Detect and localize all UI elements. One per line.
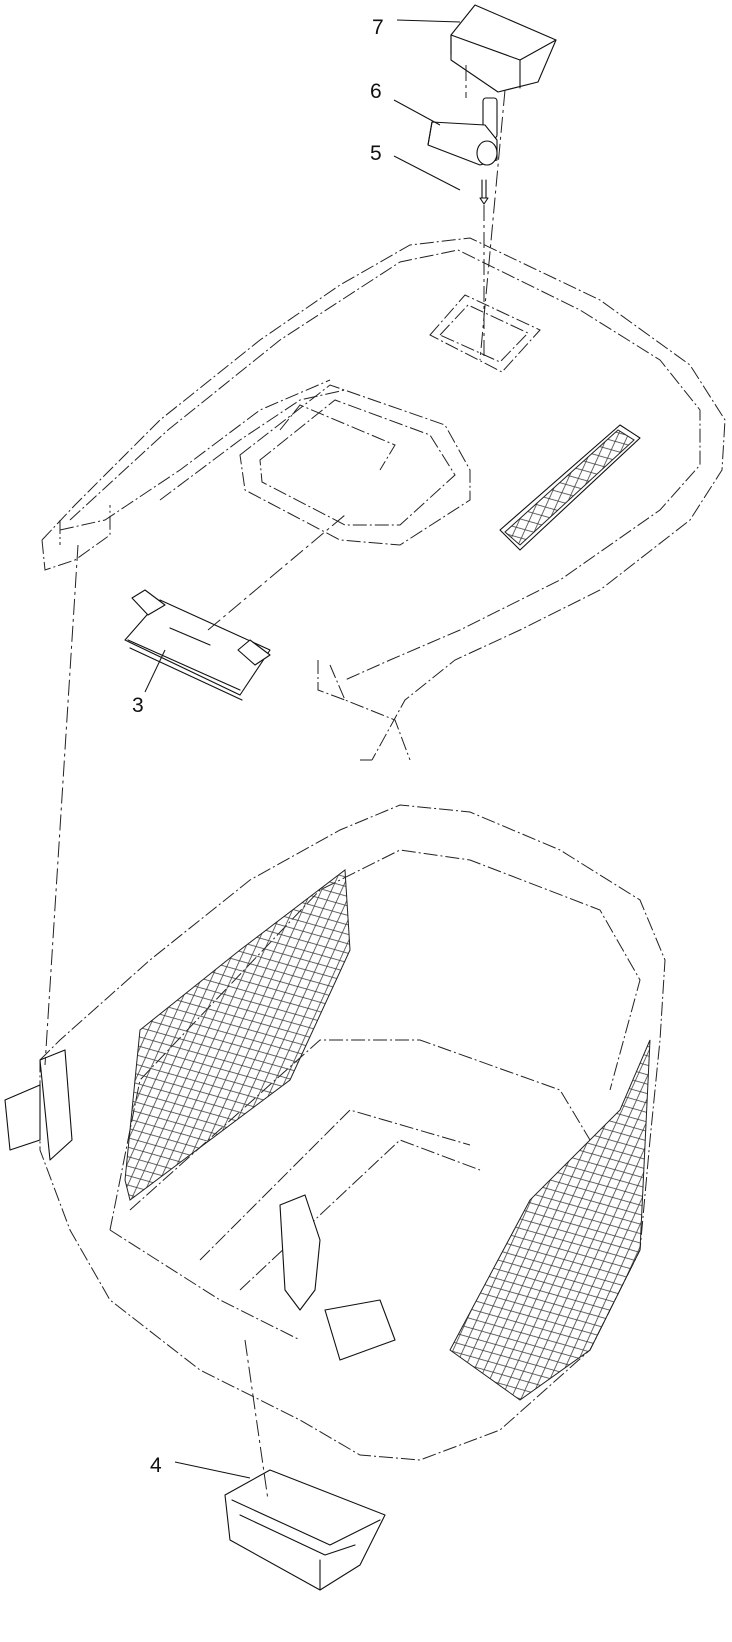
- part-3-insert: [124, 589, 271, 701]
- callout-4: 4: [150, 1454, 162, 1477]
- part-6-handle: [427, 97, 498, 166]
- callout-3: 3: [132, 694, 144, 717]
- part-5-cap: [450, 4, 557, 93]
- part-4-foot: [224, 1469, 386, 1591]
- part-7-pin: [479, 179, 489, 205]
- lower-basket: [4, 804, 666, 1461]
- callout-7: 5: [370, 142, 382, 165]
- callout-5: 7: [372, 16, 384, 39]
- leader-lines: [144, 19, 461, 1479]
- upper-housing: [41, 237, 726, 761]
- assembly-center-lines: [44, 65, 506, 1501]
- callout-6: 6: [370, 80, 382, 103]
